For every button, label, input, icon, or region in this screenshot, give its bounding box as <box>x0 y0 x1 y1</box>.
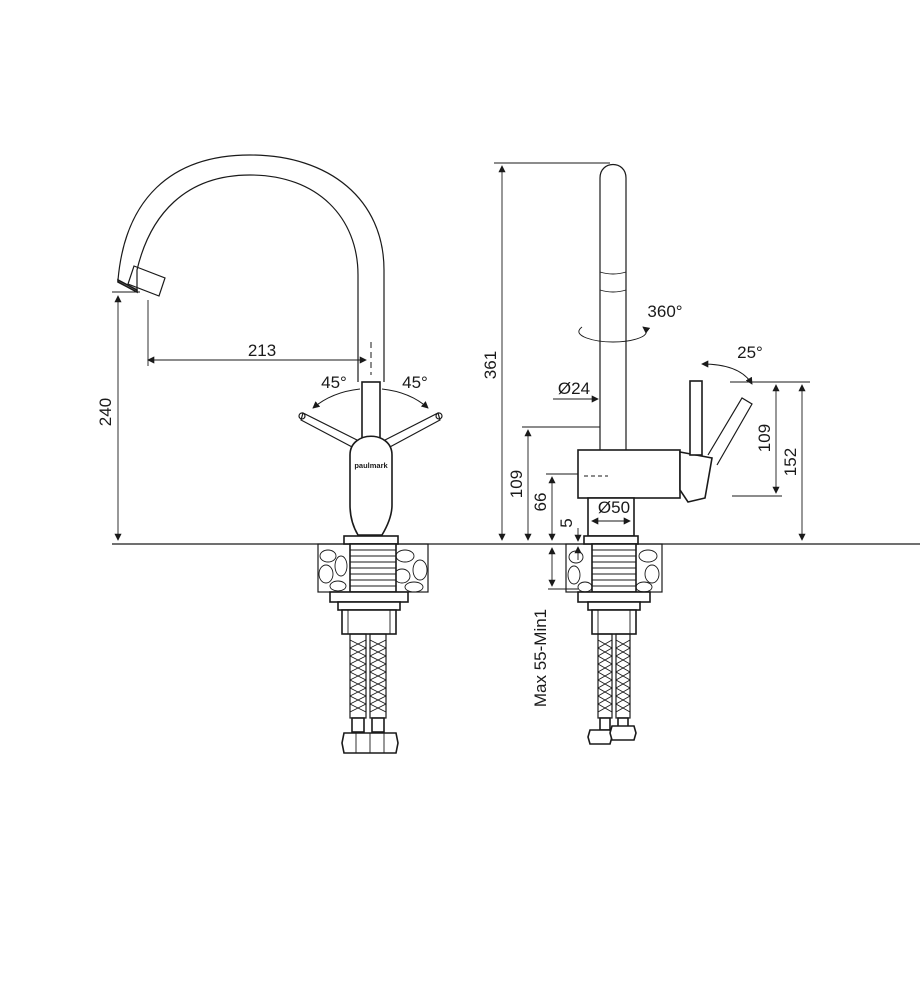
side-body <box>577 449 681 545</box>
side-mounting <box>577 591 651 635</box>
lever-angle: 25° <box>701 343 763 385</box>
dim-total-height: 361 <box>481 162 610 541</box>
side-countertop-section <box>565 543 663 593</box>
dim-lever: 109 152 <box>730 381 810 541</box>
dim-base-label: 5 <box>557 518 576 527</box>
dim-spout-diameter: Ø24 <box>553 379 599 403</box>
dim-lever-109-label: 109 <box>755 424 774 452</box>
rotation-indicator: 360° <box>578 302 683 343</box>
side-view: 360° 25° 361 Ø24 <box>481 162 810 745</box>
dim-body-height-label: 109 <box>507 470 526 498</box>
brand-logo: paulmark <box>354 461 388 470</box>
dim-height-label: 240 <box>96 398 115 426</box>
front-body: paulmark <box>343 381 399 545</box>
dim-base-diameter: Ø50 <box>591 498 631 525</box>
angle-right-label: 45° <box>402 373 428 392</box>
angle-left-label: 45° <box>321 373 347 392</box>
dia-spout-label: Ø24 <box>558 379 590 398</box>
dim-body-height: 109 <box>507 426 600 541</box>
dim-lever-152-label: 152 <box>781 448 800 476</box>
side-lever <box>679 380 753 503</box>
front-view: paulmark 213 240 45° 45° <box>96 154 920 754</box>
front-levers <box>298 412 443 449</box>
dim-height: 240 <box>96 291 140 541</box>
side-hoses <box>587 633 637 745</box>
lever-angle-label: 25° <box>737 343 763 362</box>
dim-body-center: 66 <box>531 473 578 541</box>
rotation-label: 360° <box>647 302 682 321</box>
dim-reach: 213 <box>147 300 367 366</box>
front-countertop-section <box>317 543 429 593</box>
dim-base: 5 <box>557 518 582 560</box>
dim-body-center-label: 66 <box>531 493 550 512</box>
front-mounting <box>329 591 409 635</box>
dia-base-label: Ø50 <box>598 498 630 517</box>
dim-total-height-label: 361 <box>481 351 500 379</box>
front-angles: 45° 45° <box>312 373 429 409</box>
side-spout <box>599 163 627 450</box>
dim-countertop: Max 55-Min1 <box>531 547 578 707</box>
front-hoses <box>341 633 399 754</box>
dim-reach-label: 213 <box>248 341 276 360</box>
dim-countertop-label: Max 55-Min1 <box>531 609 550 707</box>
